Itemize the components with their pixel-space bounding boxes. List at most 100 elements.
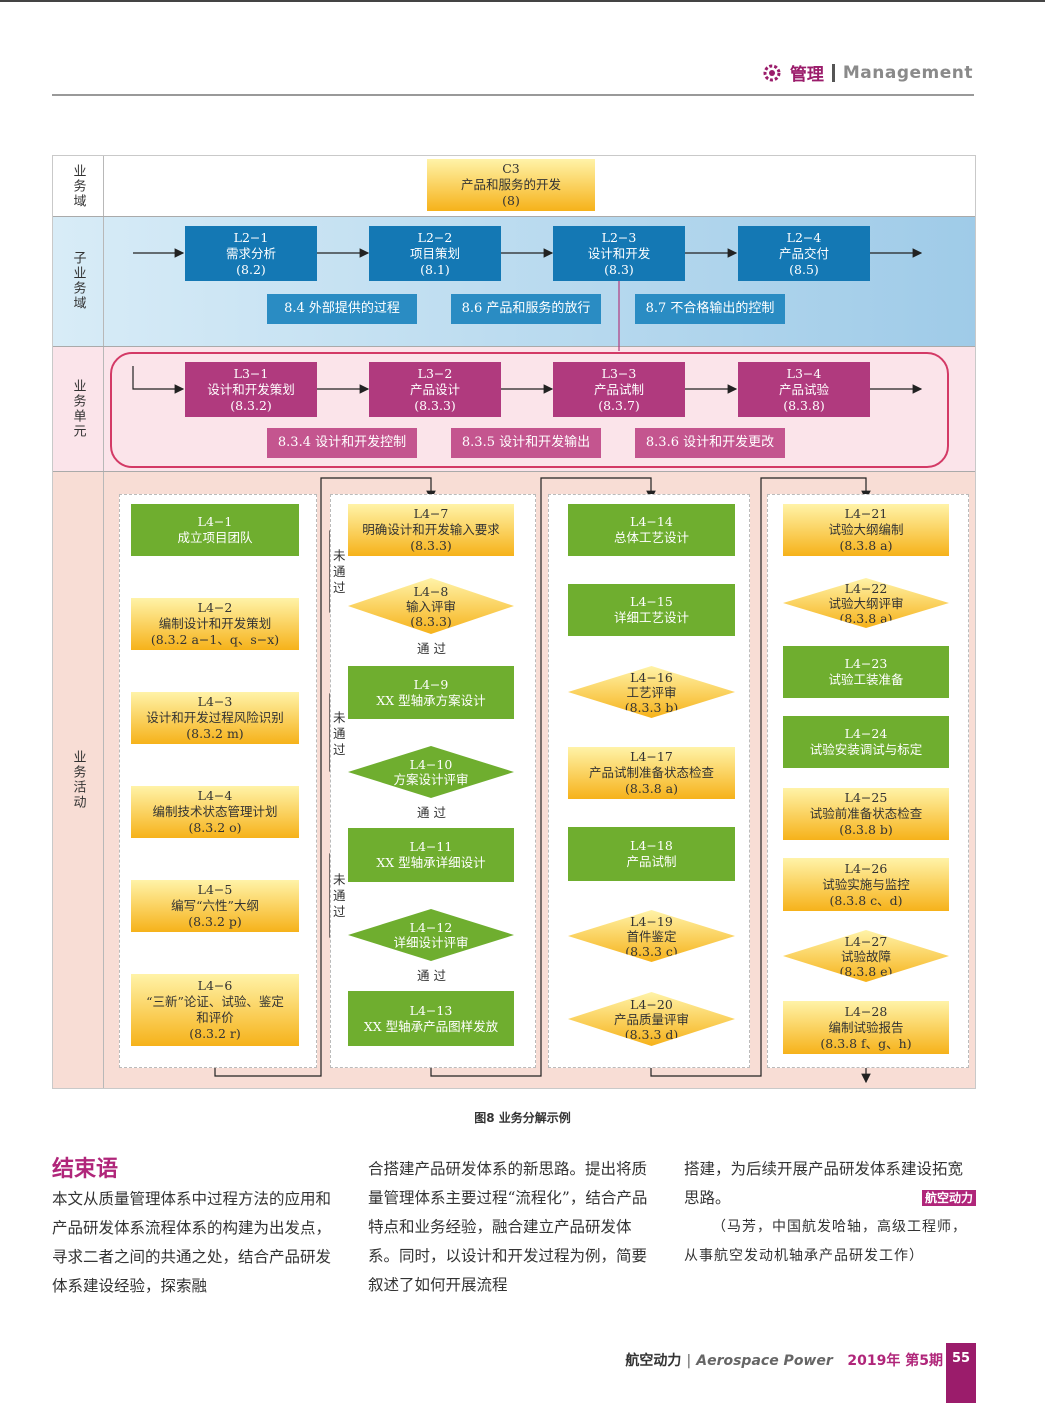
node-id: L3−3 <box>601 365 637 381</box>
node-id: L4−27 <box>844 933 888 949</box>
article-column-2: 合搭建产品研发体系的新思路。提出将质量管理体系主要过程“流程化”，结合产品特点和… <box>368 1155 660 1300</box>
node-name: 总体工艺设计 <box>613 530 689 545</box>
activity-column-1 <box>119 494 317 1068</box>
l2-sub-box: 8.6 产品和服务的放行 <box>451 294 601 324</box>
node-name: 产品交付 <box>778 245 829 261</box>
section-label-en: Management <box>842 62 973 83</box>
fail-label: 未通过 <box>333 548 346 595</box>
node-name: 明确设计和开发输入要求 <box>362 522 500 537</box>
node-ref: (8.3.2 m) <box>186 726 244 741</box>
node-id: L4−19 <box>630 913 673 929</box>
node-name: 设计和开发过程风险识别 <box>146 710 284 725</box>
node-id: L4−5 <box>197 882 233 897</box>
node-id: L4−16 <box>630 669 673 685</box>
node-id: L4−28 <box>844 1003 888 1019</box>
node-name: 工艺评审 <box>626 684 677 700</box>
node-id: L4−24 <box>844 726 888 741</box>
node-id: L4−2 <box>197 600 233 615</box>
node-name: 试验大纲编制 <box>828 522 904 537</box>
node-id: L4−12 <box>409 920 453 935</box>
node-name: 编制技术状态管理计划 <box>152 804 278 819</box>
node-id: L4−17 <box>630 749 673 764</box>
node-ref: (8.3.8 a) <box>625 781 678 796</box>
node-name: 产品和服务的开发 <box>460 177 561 192</box>
lane-label: 业务活动 <box>70 749 86 810</box>
node-name: 编制设计和开发策划 <box>158 616 272 631</box>
node-id: L3−4 <box>786 365 822 381</box>
author-note: （马芳，中国航发哈轴，高级工程师，从事航空发动机轴承产品研发工作） <box>684 1219 967 1264</box>
node-name: 编写“六性”大纲 <box>171 898 259 913</box>
page-number: 55 <box>946 1343 976 1403</box>
node-id: L4−4 <box>197 788 233 803</box>
business-decomposition-diagram: 业务域 子业务域 业务单元 业务活动 C3 产品和服务的开发 (8) <box>52 155 976 1089</box>
node-ref: (8.3) <box>604 261 634 277</box>
journal-badge: 航空动力 <box>921 1190 976 1206</box>
node-id: L4−13 <box>409 1002 453 1018</box>
node-id: L4−14 <box>630 514 673 529</box>
journal-name-cn: 航空动力 <box>625 1353 682 1369</box>
node-ref: (8.5) <box>789 261 819 277</box>
node-id: L4−21 <box>844 506 888 521</box>
node-ref: (8.3.2 a−1、q、s−x) <box>150 632 280 647</box>
node-id: L4−7 <box>413 506 449 521</box>
node-id: L4−25 <box>844 790 888 805</box>
domain-c3: C3 产品和服务的开发 (8) <box>427 159 595 211</box>
article-column-3: 搭建，为后续开展产品研发体系建设拓宽思路。 航空动力 （马芳，中国航发哈轴，高级… <box>684 1155 976 1271</box>
node-id: L4−1 <box>197 514 233 529</box>
node-name: 产品试制准备状态检查 <box>588 765 714 780</box>
node-ref: (8.3.2 p) <box>188 914 242 929</box>
node-id: L2−1 <box>233 229 269 245</box>
l2-sub-box: 8.7 不合格输出的控制 <box>635 294 785 324</box>
fail-label: 未通过 <box>333 710 346 757</box>
node-ref: (8.3.3 b) <box>624 699 679 715</box>
paragraph: 本文从质量管理体系中过程方法的应用和产品研发体系流程体系的构建为出发点，寻求二者… <box>52 1190 332 1295</box>
node-name: XX 型轴承详细设计 <box>376 855 486 870</box>
node-name: 试验大纲评审 <box>828 595 904 611</box>
node-ref: (8.3.3) <box>410 538 452 553</box>
node-id: L4−8 <box>413 583 449 599</box>
node-id: L4−6 <box>197 978 233 993</box>
node-name: 方案设计评审 <box>393 772 469 787</box>
node-name: 需求分析 <box>225 245 276 261</box>
journal-name-en: Aerospace Power <box>696 1353 833 1369</box>
node-id: L3−1 <box>233 365 269 381</box>
header-separator <box>831 63 835 82</box>
running-header: 管理 Management <box>762 60 973 85</box>
node-name: 编制试验报告 <box>828 1019 904 1035</box>
node-id: L4−9 <box>413 676 449 692</box>
node-name: 产品质量评审 <box>613 1011 689 1027</box>
article-column-1: 结束语 本文从质量管理体系中过程方法的应用和产品研发体系流程体系的构建为出发点，… <box>52 1155 344 1301</box>
node-id: L4−26 <box>844 860 888 876</box>
node-name: 试验前准备状态检查 <box>809 806 923 821</box>
node-name: XX 型轴承产品图样发放 <box>363 1018 499 1034</box>
business-unit-frame <box>110 352 949 468</box>
node-ref: (8.3.8 a) <box>839 610 893 626</box>
node-ref: (8.3.8 b) <box>839 822 893 837</box>
node-name: 试验安装调试与标定 <box>809 742 923 757</box>
node-ref: (8.1) <box>420 261 450 277</box>
pass-label: 通 过 <box>417 805 446 820</box>
node-ref: (8.3.2 o) <box>188 820 242 835</box>
node-id: L4−15 <box>630 594 673 609</box>
paragraph: 搭建，为后续开展产品研发体系建设拓宽思路。 航空动力 <box>684 1155 976 1213</box>
node-id: L4−10 <box>409 757 453 772</box>
paragraph-text: 搭建，为后续开展产品研发体系建设拓宽思路。 <box>684 1160 964 1207</box>
